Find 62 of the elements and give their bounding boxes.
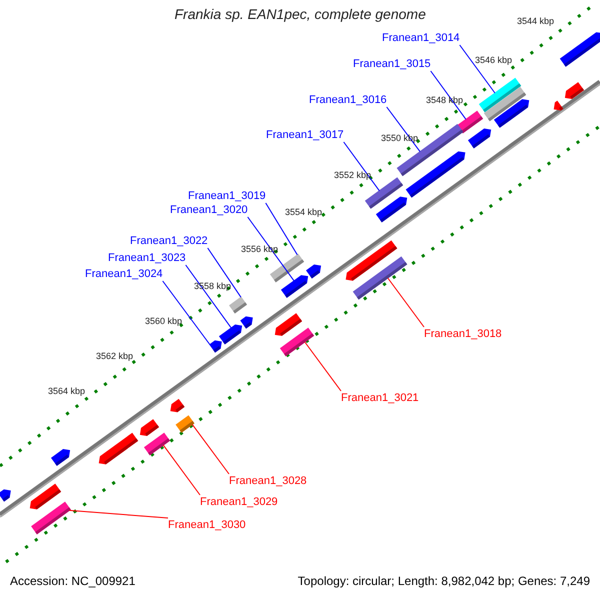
scale-label: 3560 kbp: [145, 315, 182, 328]
gene-feature: [218, 324, 242, 344]
gene-label: Franean1_3014: [382, 31, 460, 45]
gene-feature: [564, 82, 584, 99]
gene-label: Franean1_3022: [130, 234, 208, 248]
leader-line: [192, 424, 230, 474]
gene-feature: [376, 196, 408, 222]
gene-feature: [30, 484, 62, 510]
scale-label: 3564 kbp: [48, 385, 86, 398]
leader-line: [459, 44, 496, 94]
leader-line: [68, 510, 168, 518]
gene-label: Franean1_3017: [266, 128, 344, 142]
gene-feature: [50, 449, 70, 466]
gene-feature: [31, 502, 71, 534]
gene-feature: [209, 340, 222, 353]
gene-feature: [274, 313, 302, 336]
leader-line: [247, 216, 294, 282]
scale-label: 3544 kbp: [517, 15, 554, 28]
gene-feature: [494, 99, 530, 128]
gene-label: Franean1_3021: [341, 391, 419, 405]
gene-label: Franean1_3016: [309, 93, 387, 107]
scale-label: 3562 kbp: [96, 350, 134, 363]
gene-feature: [280, 275, 308, 298]
gene-feature: [406, 151, 466, 198]
leader-line: [343, 142, 380, 192]
gene-feature: [240, 316, 253, 329]
gene-label: Franean1_3028: [229, 474, 307, 488]
leader-line: [387, 278, 424, 328]
gene-label: Franean1_3023: [108, 251, 186, 265]
leader-line: [162, 444, 200, 496]
gene-label: Franean1_3024: [85, 267, 163, 281]
leader-line: [386, 106, 420, 152]
leader-line: [265, 202, 298, 256]
gene-label: Franean1_3030: [168, 518, 246, 532]
gene-label: Franean1_3029: [200, 495, 278, 509]
gene-feature: [0, 489, 11, 502]
gene-feature: [98, 432, 138, 464]
title: Frankia sp. EAN1pec, complete genome: [174, 7, 426, 21]
footer-note: Accession: NC_009921: [10, 574, 136, 588]
leader-line: [304, 342, 342, 392]
footer-note: Topology: circular; Length: 8,982,042 bp; Genes: 7,249: [298, 574, 590, 588]
gene-feature: [176, 415, 194, 433]
leader-line: [185, 264, 232, 328]
gene-feature: [170, 398, 185, 412]
gene-feature: [280, 328, 314, 356]
scale-label: 3546 kbp: [475, 54, 512, 67]
gene-label: Franean1_3019: [188, 189, 266, 203]
gene-feature: [140, 419, 160, 436]
leader-line: [430, 70, 466, 120]
gene-feature: [352, 256, 408, 300]
gene-label: Franean1_3015: [353, 57, 431, 71]
scale-label: 3554 kbp: [285, 206, 322, 219]
gene-feature: [229, 296, 247, 314]
leader-line: [207, 248, 242, 298]
gene-feature: [144, 432, 170, 456]
gene-feature: [468, 128, 492, 148]
gene-feature: [306, 264, 322, 278]
leader-line: [162, 280, 210, 345]
gene-label: Franean1_3020: [170, 203, 248, 217]
gene-label: Franean1_3018: [424, 327, 502, 341]
gene-feature: [560, 32, 600, 67]
gene-feature: [554, 100, 564, 110]
